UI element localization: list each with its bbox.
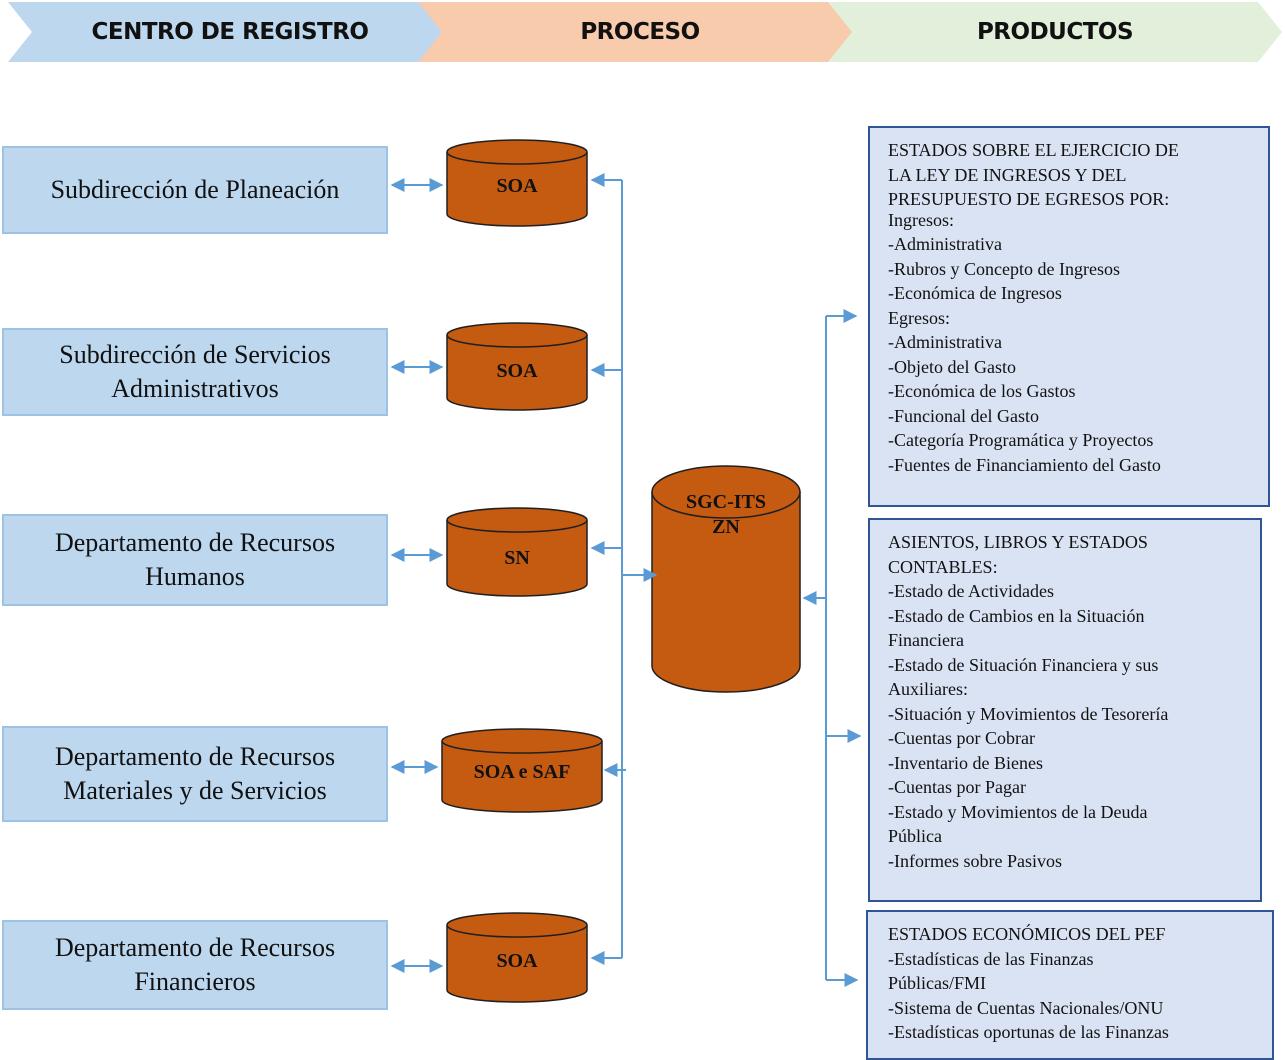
product2-line: -Situación y Movimientos de Tesorería [888, 703, 1169, 724]
stage-chevron-proceso [418, 2, 856, 62]
product1-line: -Fuentes de Financiamiento del Gasto [888, 454, 1161, 475]
system-label-5: SOA [496, 950, 538, 972]
system-label-3: SN [504, 547, 530, 569]
product1-line: LA LEY DE INGRESOS Y DEL [888, 164, 1127, 185]
product2-line: -Estado de Situación Financiera y sus [888, 654, 1159, 675]
product3-line: -Sistema de Cuentas Nacionales/ONU [888, 997, 1164, 1018]
system-cylinder-5 [446, 912, 588, 1003]
system-cylinder-4 [441, 728, 603, 813]
product3-line: -Estadísticas de las Finanzas [888, 948, 1094, 969]
product-box-presupuestales: ESTADOS SOBRE EL EJERCICIO DE LA LEY DE … [868, 126, 1270, 507]
product2-line: -Estado y Movimientos de la Deuda [888, 801, 1148, 822]
product2-line: -Inventario de Bienes [888, 752, 1043, 773]
stage-chevron-registro [8, 2, 446, 62]
product3-line: Públicas/FMI [888, 973, 987, 993]
product1-line: -Administrativa [888, 332, 1002, 352]
product1-line: -Funcional del Gasto [888, 405, 1039, 426]
product-box-economicos: ESTADOS ECONÓMICOS DEL PEF -Estadísticas… [866, 910, 1274, 1060]
stage-label-proceso: PROCESO [580, 19, 700, 45]
central-cylinder [651, 465, 801, 693]
product1-line: -Objeto del Gasto [888, 356, 1016, 377]
product2-line: Auxiliares: [888, 679, 968, 699]
product1-line: PRESUPUESTO DE EGRESOS POR: [888, 189, 1170, 209]
central-label: SGC-ITSZN [685, 491, 767, 538]
product1-line: -Categoría Programática y Proyectos [888, 430, 1154, 450]
product1-line: -Rubros y Concepto de Ingresos [888, 258, 1120, 279]
system-label-1: SOA [496, 175, 538, 197]
source-box-recursos-materiales: Departamento de Recursos Materiales y de… [2, 726, 388, 822]
product1-line: Egresos: [888, 307, 950, 328]
product2-line: -Estado de Cambios en la Situación [888, 605, 1145, 626]
product2-line: Pública [888, 826, 942, 846]
system-cylinder-3 [446, 507, 588, 597]
product1-line: Ingresos: [888, 209, 954, 230]
product2-line: CONTABLES: [888, 556, 998, 577]
product1-line: ESTADOS SOBRE EL EJERCICIO DE [888, 140, 1179, 160]
stage-label-registro: CENTRO DE REGISTRO [91, 19, 369, 45]
product2-line: -Informes sobre Pasivos [888, 850, 1062, 871]
product1-line: -Económica de los Gastos [888, 381, 1076, 401]
stage-label-productos: PRODUCTOS [976, 19, 1134, 45]
product3-line: -Estadísticas oportunas de las Finanzas [888, 1022, 1169, 1042]
product2-line: Financiera [888, 630, 964, 650]
source-box-recursos-humanos: Departamento de Recursos Humanos [2, 514, 388, 606]
product2-line: -Cuentas por Pagar [888, 777, 1026, 797]
system-cylinder-1 [446, 139, 588, 227]
product2-line: -Cuentas por Cobrar [888, 728, 1035, 748]
source-box-planeacion: Subdirección de Planeación [2, 146, 388, 234]
product1-line: -Administrativa [888, 234, 1002, 254]
source-box-servicios-administrativos: Subdirección de Servicios Administrativo… [2, 328, 388, 416]
product-box-contables: ASIENTOS, LIBROS Y ESTADOS CONTABLES: -E… [868, 518, 1262, 902]
system-label-4: SOA e SAF [473, 761, 571, 783]
stage-chevron-productos [828, 2, 1282, 62]
source-box-recursos-financieros: Departamento de Recursos Financieros [2, 920, 388, 1010]
product2-line: -Estado de Actividades [888, 581, 1054, 601]
product2-line: ASIENTOS, LIBROS Y ESTADOS [888, 532, 1148, 552]
product1-line: -Económica de Ingresos [888, 283, 1062, 303]
system-label-2: SOA [496, 360, 538, 382]
product3-line: ESTADOS ECONÓMICOS DEL PEF [888, 924, 1166, 944]
system-cylinder-2 [446, 322, 588, 411]
